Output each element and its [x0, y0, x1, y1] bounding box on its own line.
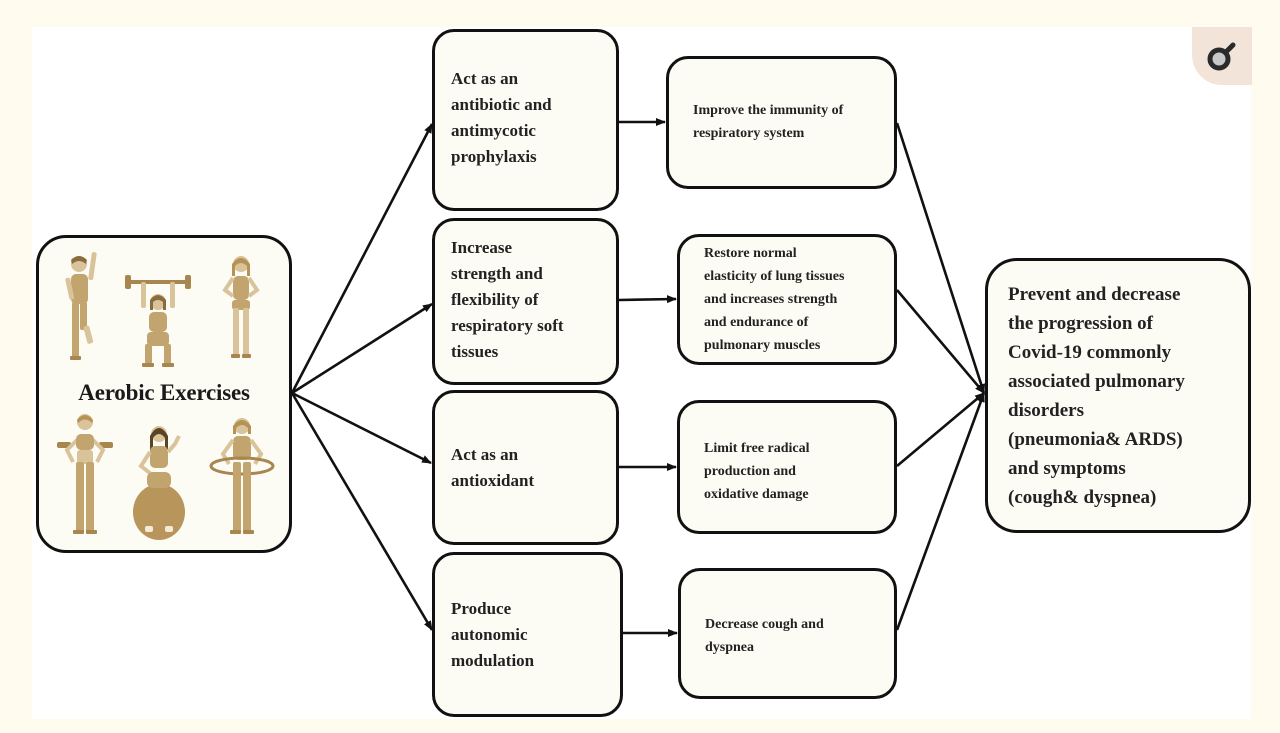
- effect-node-lung-elasticity: Restore normal elasticity of lung tissue…: [677, 234, 897, 365]
- effect-label: Restore normal elasticity of lung tissue…: [704, 246, 845, 353]
- woman-stretching-arm-up-illustration: [59, 252, 109, 364]
- effect-node-free-radicals: Limit free radical production and oxidat…: [677, 400, 897, 534]
- woman-lifting-barbell-overhead-illustration: [125, 274, 191, 370]
- woman-lifting-dumbbells-illustration: [55, 410, 115, 542]
- mechanism-label: Produce autonomic modulation: [451, 598, 535, 670]
- woman-standing-hands-on-hips-illustration: [219, 252, 263, 364]
- effect-label: Decrease cough and dyspnea: [705, 617, 824, 655]
- mechanism-node-strength-flexibility: Increase strength and flexibility of res…: [432, 218, 619, 385]
- source-node-label: Aerobic Exercises: [78, 380, 250, 405]
- effect-label: Improve the immunity of respiratory syst…: [693, 103, 844, 141]
- effect-node-cough-dyspnea: Decrease cough and dyspnea: [678, 568, 897, 699]
- outcome-node: Prevent and decrease the progression of …: [985, 258, 1251, 533]
- mechanism-node-autonomic-modulation: Produce autonomic modulation: [432, 552, 623, 717]
- woman-with-hula-hoop-illustration: [209, 414, 275, 542]
- effect-label: Limit free radical production and oxidat…: [704, 441, 810, 502]
- mechanism-node-antioxidant: Act as an antioxidant: [432, 390, 619, 545]
- magnifier-icon: [1207, 42, 1236, 71]
- outcome-label: Prevent and decrease the progression of …: [1008, 283, 1185, 508]
- zoom-button[interactable]: [1192, 27, 1252, 85]
- woman-on-exercise-ball-illustration: [131, 422, 187, 542]
- source-node-aerobic-exercises: Aerobic Exercises: [36, 235, 292, 553]
- mechanism-node-antibiotic-prophylaxis: Act as an antibiotic and antimycotic pro…: [432, 29, 619, 211]
- mechanism-label: Act as an antibiotic and antimycotic pro…: [451, 69, 552, 166]
- mechanism-label: Act as an antioxidant: [451, 444, 535, 490]
- effect-node-immunity: Improve the immunity of respiratory syst…: [666, 56, 897, 189]
- mechanism-label: Increase strength and flexibility of res…: [451, 237, 564, 361]
